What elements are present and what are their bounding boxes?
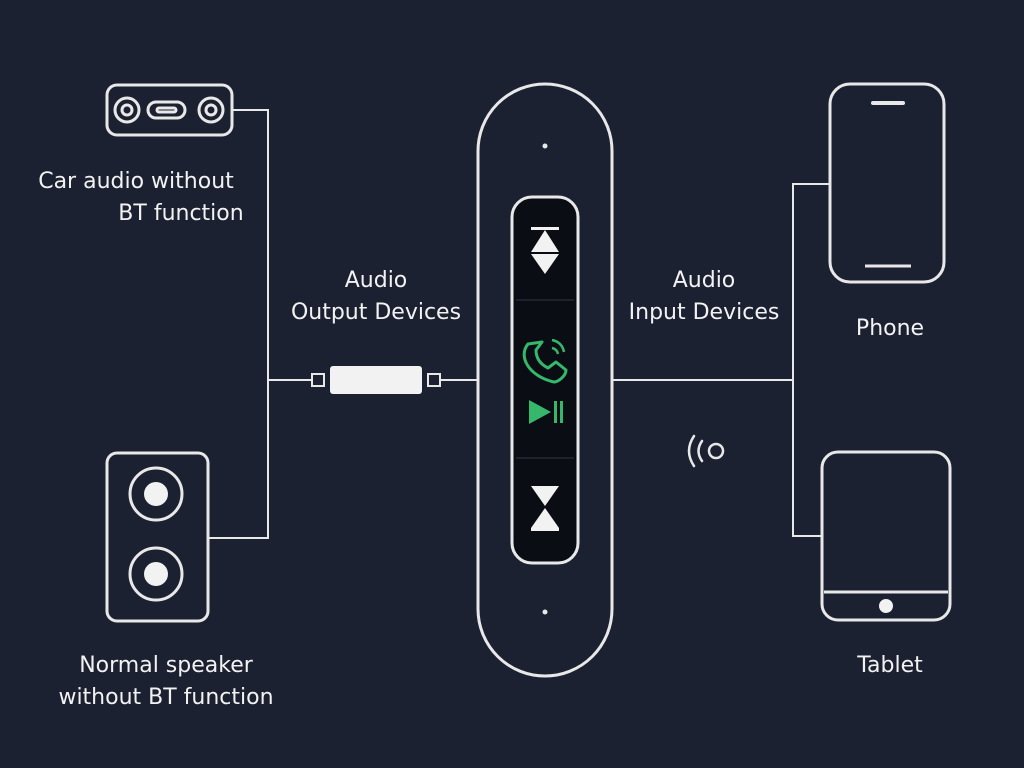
phone-icon <box>828 82 946 284</box>
input-devices-title: Audio Input Devices <box>628 268 780 325</box>
indicator-dot-bottom <box>542 609 548 615</box>
previous-track-icon[interactable] <box>531 227 559 274</box>
output-devices-title: Audio Output Devices <box>290 268 462 325</box>
speaker-label: Normal speaker without BT function <box>58 653 274 710</box>
aux-cable-icon <box>300 366 478 394</box>
output-connector-lines <box>208 109 300 539</box>
speaker-icon <box>105 451 210 623</box>
input-connector-lines <box>612 183 830 537</box>
car-audio-icon <box>105 83 234 137</box>
tablet-label: Tablet <box>857 653 923 678</box>
next-track-icon[interactable] <box>531 486 559 531</box>
bluetooth-signal-icon <box>687 434 725 468</box>
call-answer-icon[interactable] <box>522 338 568 384</box>
phone-label: Phone <box>855 316 925 341</box>
indicator-dot-top <box>542 143 548 149</box>
car-audio-label: Car audio without BT function <box>38 169 244 226</box>
play-pause-icon[interactable] <box>529 400 563 424</box>
tablet-icon <box>820 450 952 622</box>
